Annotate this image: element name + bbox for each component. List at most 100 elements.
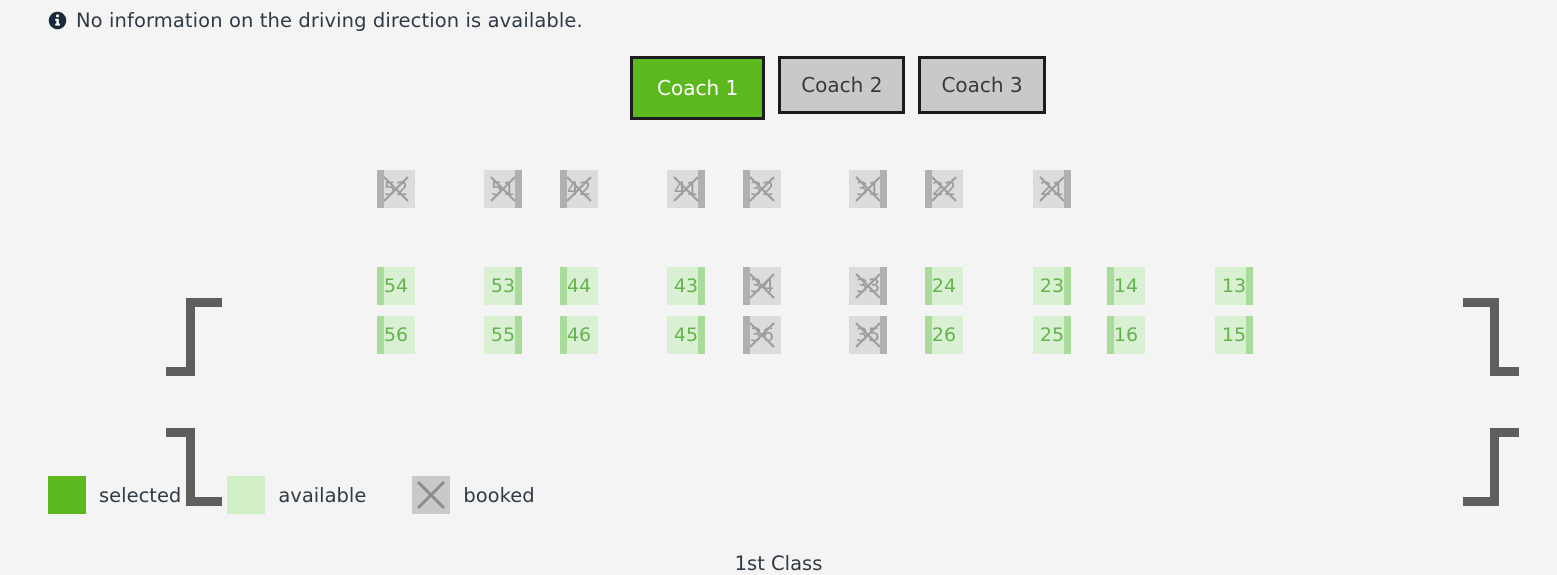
seat-orientation-bar [1064,170,1071,208]
seat-15[interactable]: 15 [1215,316,1253,354]
coach-tab-3[interactable]: Coach 3 [918,56,1046,114]
seat-number: 53 [490,274,516,297]
seat-orientation-bar [925,170,932,208]
seat-orientation-bar [880,316,887,354]
seat-number: 24 [931,274,957,297]
seat-54[interactable]: 54 [377,267,415,305]
seat-number: 21 [1039,177,1065,200]
seat-34: 34 [743,267,781,305]
seat-33: 33 [849,267,887,305]
coach-tab-list: Coach 1 Coach 2 Coach 3 [630,56,1046,120]
legend-swatch-selected [48,476,86,514]
legend-swatch-booked [412,476,451,514]
seat-number: 31 [855,177,881,200]
seat-number: 55 [490,323,516,346]
legend-item-selected: selected [48,476,181,514]
seat-orientation-bar [743,267,750,305]
seat-row-middle: 54 53 44 43 34 33 24 23 14 13 [0,267,1557,305]
seat-43[interactable]: 43 [667,267,705,305]
seat-14[interactable]: 14 [1107,267,1145,305]
seat-13[interactable]: 13 [1215,267,1253,305]
seat-number: 41 [673,177,699,200]
seat-orientation-bar [1064,267,1071,305]
seat-row-bottom: 56 55 46 45 36 35 26 25 16 15 [0,316,1557,354]
legend-item-booked: booked [412,476,535,514]
seat-number: 16 [1113,323,1139,346]
seat-number: 34 [749,274,775,297]
seat-number: 33 [855,274,881,297]
seat-number: 44 [566,274,592,297]
seat-number: 14 [1113,274,1139,297]
door-right-bottom [1463,428,1519,506]
seat-number: 23 [1039,274,1065,297]
seat-52: 52 [377,170,415,208]
class-label: 1st Class [734,552,823,575]
seat-41: 41 [667,170,705,208]
seat-number: 36 [749,323,775,346]
booked-cross-icon [417,480,446,510]
seat-row-top: 52 51 42 41 32 31 22 21 [0,170,1557,208]
notice-text: No information on the driving direction … [76,8,583,32]
seat-24[interactable]: 24 [925,267,963,305]
driving-direction-notice: No information on the driving direction … [48,6,583,34]
seat-42: 42 [560,170,598,208]
seat-44[interactable]: 44 [560,267,598,305]
seat-orientation-bar [1246,316,1253,354]
seat-orientation-bar [377,170,384,208]
seat-23[interactable]: 23 [1033,267,1071,305]
seat-orientation-bar [560,267,567,305]
seat-orientation-bar [560,170,567,208]
seat-16[interactable]: 16 [1107,316,1145,354]
seat-number: 32 [749,177,775,200]
coach-tab-2[interactable]: Coach 2 [778,56,906,114]
seat-orientation-bar [925,267,932,305]
seat-26[interactable]: 26 [925,316,963,354]
seat-number: 22 [931,177,957,200]
seat-orientation-bar [743,316,750,354]
seat-36: 36 [743,316,781,354]
seat-orientation-bar [880,170,887,208]
seat-orientation-bar [880,267,887,305]
seat-25[interactable]: 25 [1033,316,1071,354]
seat-orientation-bar [377,316,384,354]
seat-orientation-bar [377,267,384,305]
door-left-bottom [166,428,222,506]
seat-orientation-bar [925,316,932,354]
seat-53[interactable]: 53 [484,267,522,305]
seat-orientation-bar [1064,316,1071,354]
seat-46[interactable]: 46 [560,316,598,354]
legend-item-available: available [227,476,366,514]
seat-orientation-bar [515,170,522,208]
seat-22: 22 [925,170,963,208]
seat-number: 15 [1221,323,1247,346]
seat-number: 46 [566,323,592,346]
door-right-top [1463,298,1519,376]
seat-orientation-bar [698,316,705,354]
seat-orientation-bar [1107,316,1114,354]
coach-tab-1[interactable]: Coach 1 [630,56,766,120]
seat-number: 26 [931,323,957,346]
seat-orientation-bar [698,170,705,208]
seat-number: 54 [383,274,409,297]
seat-45[interactable]: 45 [667,316,705,354]
legend-label-booked: booked [463,483,535,507]
seat-56[interactable]: 56 [377,316,415,354]
door-left-top [166,298,222,376]
seat-number: 13 [1221,274,1247,297]
seat-32: 32 [743,170,781,208]
seat-orientation-bar [560,316,567,354]
seat-35: 35 [849,316,887,354]
seat-number: 56 [383,323,409,346]
seat-number: 35 [855,323,881,346]
seat-number: 25 [1039,323,1065,346]
seat-31: 31 [849,170,887,208]
seat-orientation-bar [1107,267,1114,305]
seat-number: 51 [490,177,516,200]
seat-number: 52 [383,177,409,200]
seat-orientation-bar [1246,267,1253,305]
seat-legend: selected available booked [48,476,581,514]
seat-55[interactable]: 55 [484,316,522,354]
legend-swatch-available [227,476,266,514]
seat-orientation-bar [515,316,522,354]
legend-label-available: available [278,483,367,507]
